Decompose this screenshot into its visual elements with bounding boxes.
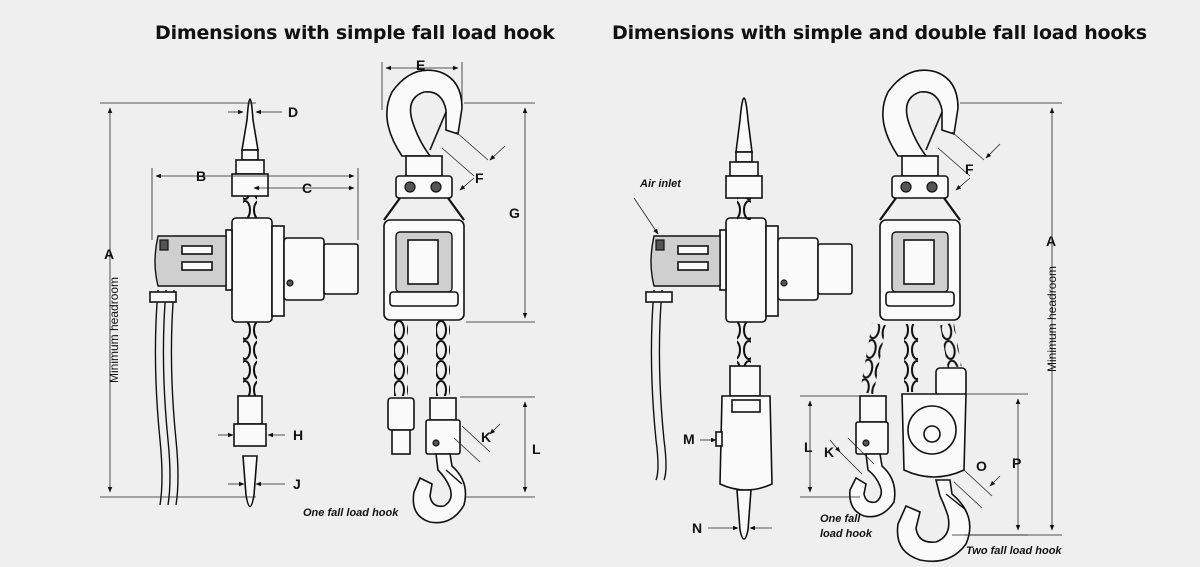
- label-H: H: [293, 427, 303, 443]
- caption-air-inlet: Air inlet: [639, 178, 682, 190]
- label-O: O: [976, 458, 987, 474]
- label-F-right: F: [965, 161, 974, 177]
- right-front-view-hoist: [848, 69, 971, 563]
- left-dimensions: [100, 102, 359, 498]
- caption-one-fall-line2: load hook: [820, 528, 873, 540]
- label-B: B: [196, 168, 206, 184]
- left-side-view-hoist: [149, 98, 359, 508]
- title-simple-fall: Dimensions with simple fall load hook: [155, 22, 555, 44]
- label-K-right: K: [824, 444, 834, 460]
- caption-minimum-headroom-left: Minimum headroom: [107, 277, 121, 383]
- label-A-left: A: [104, 246, 114, 262]
- left-front-dimensions: [381, 62, 535, 498]
- label-G: G: [509, 205, 520, 221]
- caption-two-fall-load-hook: Two fall load hook: [966, 545, 1062, 557]
- right-front-dimensions: [800, 102, 1062, 536]
- label-L-left: L: [532, 441, 541, 457]
- label-N: N: [692, 520, 702, 536]
- label-F-left: F: [475, 170, 484, 186]
- caption-one-fall-load-hook: One fall load hook: [303, 507, 399, 519]
- label-A-right: A: [1046, 233, 1056, 249]
- label-D: D: [288, 104, 298, 120]
- caption-one-fall-line1: One fall: [820, 513, 861, 525]
- label-L-right: L: [804, 439, 813, 455]
- title-simple-double-fall: Dimensions with simple and double fall l…: [612, 22, 1147, 44]
- label-J: J: [293, 476, 301, 492]
- right-side-view-hoist: [645, 97, 853, 540]
- left-front-view-hoist: [383, 69, 467, 524]
- label-K-left: K: [481, 429, 491, 445]
- label-E: E: [416, 57, 425, 73]
- right-side-dimensions: [633, 197, 772, 531]
- label-P: P: [1012, 455, 1021, 471]
- caption-minimum-headroom-right: Minimum headroom: [1045, 266, 1059, 372]
- label-C: C: [302, 180, 312, 196]
- label-M: M: [683, 431, 695, 447]
